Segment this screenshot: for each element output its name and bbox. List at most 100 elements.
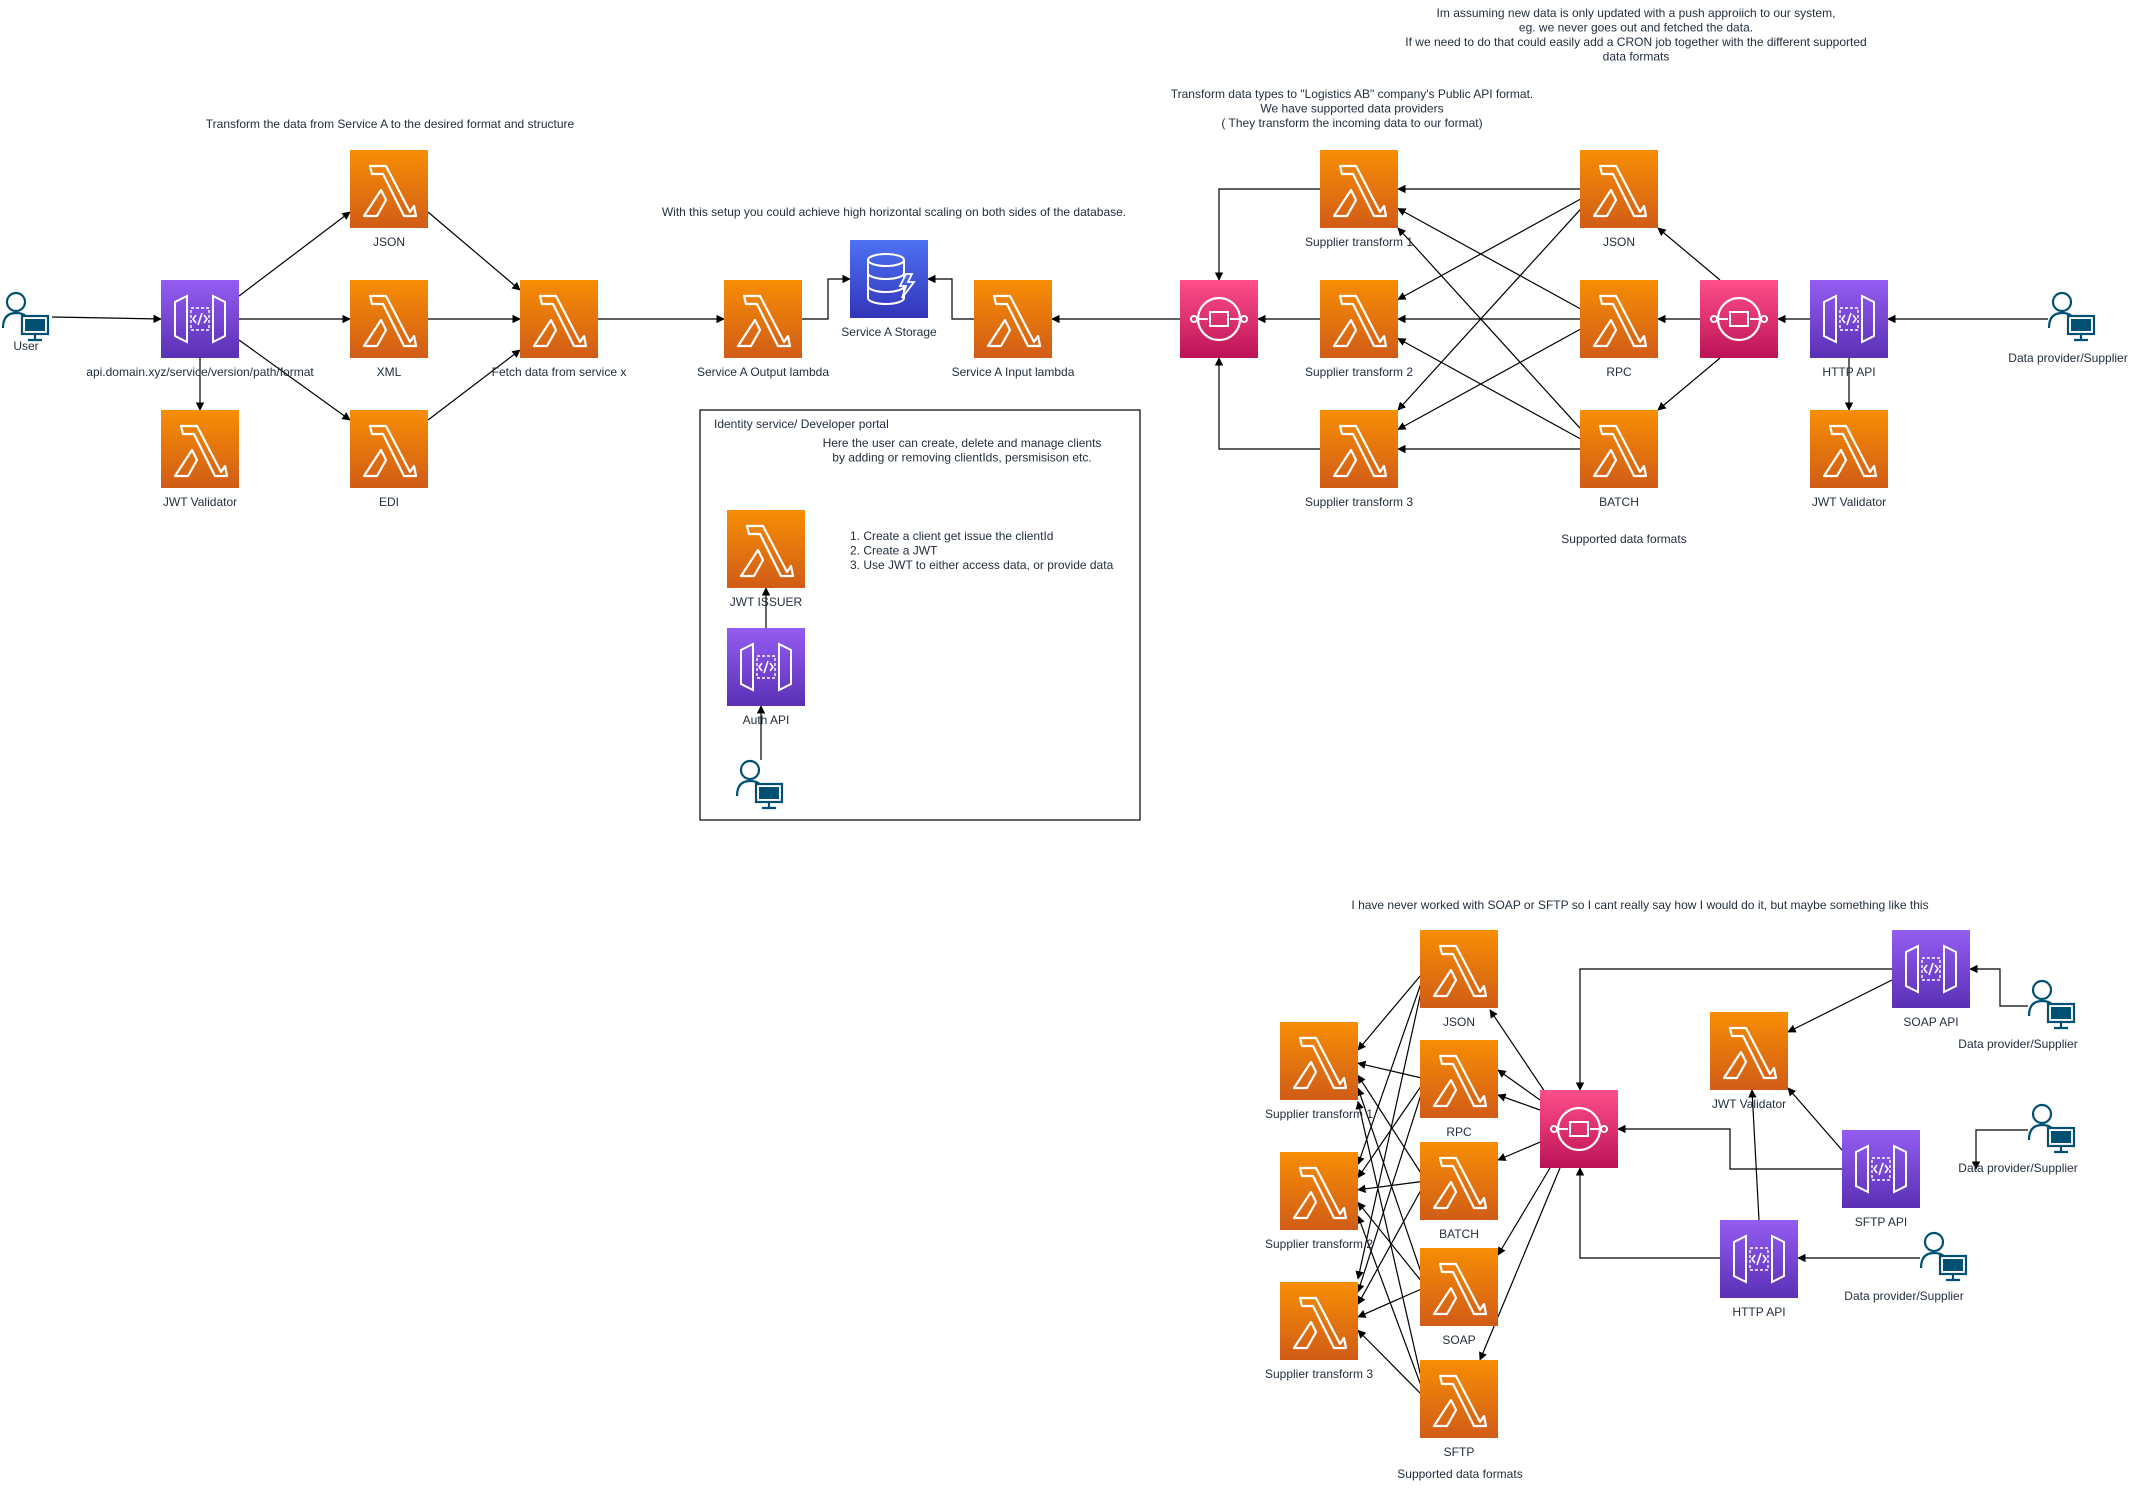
lambda-icon bbox=[520, 280, 598, 358]
lambda-icon bbox=[350, 150, 428, 228]
connector-arrow bbox=[1479, 1167, 1561, 1361]
note-line: If we need to do that could easily add a… bbox=[1405, 35, 1866, 49]
dynamo-service-a-label: Service A Storage bbox=[841, 325, 937, 339]
lambda-icon bbox=[1810, 410, 1888, 488]
lambda-service-a-input-label: Service A Input lambda bbox=[952, 365, 1075, 379]
connector-arrow bbox=[1497, 1139, 1546, 1161]
user-icon bbox=[2027, 979, 2076, 1030]
lambda-icon bbox=[1580, 150, 1658, 228]
sqs-queue-icon bbox=[1540, 1090, 1618, 1168]
note-line: With this setup you could achieve high h… bbox=[662, 205, 1126, 219]
connector-arrow bbox=[1357, 1329, 1427, 1400]
connector-arrow bbox=[1787, 979, 1893, 1033]
b-api-http-node bbox=[1720, 1220, 1798, 1298]
user-icon bbox=[735, 759, 784, 810]
connector-arrow bbox=[1787, 1087, 1843, 1151]
lambda-xml-label: XML bbox=[377, 365, 402, 379]
lambda-supplier-t2-label: Supplier transform 2 bbox=[1305, 365, 1413, 379]
b-user-http-node bbox=[1919, 1231, 1968, 1282]
b-api-soap-label: SOAP API bbox=[1903, 1015, 1958, 1029]
note-line: 3. Use JWT to either access data, or pro… bbox=[850, 558, 1114, 572]
b-lambda-rpc-node bbox=[1420, 1040, 1498, 1118]
lambda-icon bbox=[1710, 1012, 1788, 1090]
b-user-http-label: Data provider/Supplier bbox=[1844, 1289, 1963, 1303]
connector-arrow bbox=[51, 314, 162, 324]
api-gateway-icon bbox=[161, 280, 239, 358]
connector-arrow bbox=[1357, 1074, 1427, 1182]
b-api-soap-node bbox=[1892, 930, 1970, 1008]
note-push-approach: Im assuming new data is only updated wit… bbox=[1405, 6, 1866, 64]
lambda-icon bbox=[724, 280, 802, 358]
connector-arrow bbox=[1355, 968, 1427, 1280]
note-line: Transform the data from Service A to the… bbox=[206, 117, 575, 131]
b-lambda-rpc-label: RPC bbox=[1446, 1125, 1472, 1139]
connections bbox=[51, 184, 2048, 1400]
b-jwt-validator-node bbox=[1710, 1012, 1788, 1090]
user-left-node bbox=[1, 291, 50, 342]
note-line: Im assuming new data is only updated wit… bbox=[1437, 6, 1836, 20]
lambda-supplier-t1-node bbox=[1320, 150, 1398, 228]
user-icon bbox=[2027, 1103, 2076, 1154]
b-lambda-sftp-label: SFTP bbox=[1444, 1445, 1475, 1459]
lambda-icon bbox=[1420, 1142, 1498, 1220]
lambda-icon bbox=[1320, 150, 1398, 228]
b-supplier-t2-node bbox=[1280, 1152, 1358, 1230]
note-line: We have supported data providers bbox=[1260, 102, 1443, 116]
connector-arrow bbox=[1397, 227, 1581, 429]
lambda-icon bbox=[727, 510, 805, 588]
note-line: I have never worked with SOAP or SFTP so… bbox=[1351, 898, 1928, 912]
connector-arrow bbox=[1748, 1089, 1760, 1221]
connector-arrow bbox=[1357, 1201, 1427, 1288]
connector-arrow bbox=[1497, 1069, 1541, 1101]
jwt-validator-right-node bbox=[1810, 410, 1888, 488]
note-line: Here the user can create, delete and man… bbox=[823, 436, 1102, 450]
lambda-fetch-label: Fetch data from service x bbox=[492, 365, 627, 379]
lambda-jwt-issuer-label: JWT ISSUER bbox=[730, 595, 803, 609]
note-line: Supported data formats bbox=[1397, 1467, 1522, 1481]
note-supported-formats-top: Supported data formats bbox=[1561, 532, 1686, 546]
lambda-supplier-t3-label: Supplier transform 3 bbox=[1305, 495, 1413, 509]
b-lambda-json-node bbox=[1420, 930, 1498, 1008]
connector-arrow bbox=[1357, 1180, 1427, 1193]
lambda-json-left-label: JSON bbox=[373, 235, 405, 249]
api-gateway-icon bbox=[1720, 1220, 1798, 1298]
connector-arrow bbox=[1397, 337, 1581, 440]
lambda-jwt-issuer-node bbox=[727, 510, 805, 588]
api-gateway-icon bbox=[1842, 1130, 1920, 1208]
connector-arrow bbox=[1497, 1167, 1551, 1256]
b-lambda-soap-label: SOAP bbox=[1442, 1333, 1475, 1347]
connector-arrow bbox=[1971, 1129, 2028, 1170]
lambda-icon bbox=[1420, 1360, 1498, 1438]
note-horizontal-scaling: With this setup you could achieve high h… bbox=[662, 205, 1126, 219]
lambda-icon bbox=[350, 410, 428, 488]
annotations: Transform the data from Service A to the… bbox=[206, 6, 1929, 1481]
connector-arrow bbox=[1575, 1167, 1720, 1259]
note-transform-service-a: Transform the data from Service A to the… bbox=[206, 117, 575, 131]
connector-arrow bbox=[1397, 209, 1581, 411]
sqs-queue-icon bbox=[1700, 280, 1778, 358]
note-supported-formats-bottom: Supported data formats bbox=[1397, 1467, 1522, 1481]
b-user-sftp-label: Data provider/Supplier bbox=[1958, 1161, 2077, 1175]
b-lambda-batch-node bbox=[1420, 1142, 1498, 1220]
connector-arrow bbox=[1357, 1286, 1427, 1318]
api-gateway-icon bbox=[727, 628, 805, 706]
api-gateway-main-node bbox=[161, 280, 239, 358]
lambda-batch-right-node bbox=[1580, 410, 1658, 488]
connector-arrow bbox=[1357, 968, 1427, 1051]
user-identity-node bbox=[735, 759, 784, 810]
lambda-fetch-node bbox=[520, 280, 598, 358]
connector-arrow bbox=[1355, 1100, 1427, 1400]
connector-arrow bbox=[238, 339, 351, 421]
lambda-icon bbox=[1580, 280, 1658, 358]
user-icon bbox=[1, 291, 50, 342]
b-lambda-soap-node bbox=[1420, 1248, 1498, 1326]
connector-arrow bbox=[1356, 1215, 1427, 1400]
lambda-batch-right-label: BATCH bbox=[1599, 495, 1639, 509]
lambda-icon bbox=[1320, 410, 1398, 488]
b-supplier-t3-label: Supplier transform 3 bbox=[1265, 1367, 1373, 1381]
jwt-validator-right-label: JWT Validator bbox=[1812, 495, 1886, 509]
connector-arrow bbox=[427, 211, 521, 291]
lambda-icon bbox=[1580, 410, 1658, 488]
lambda-icon bbox=[1280, 1152, 1358, 1230]
api-auth-node bbox=[727, 628, 805, 706]
